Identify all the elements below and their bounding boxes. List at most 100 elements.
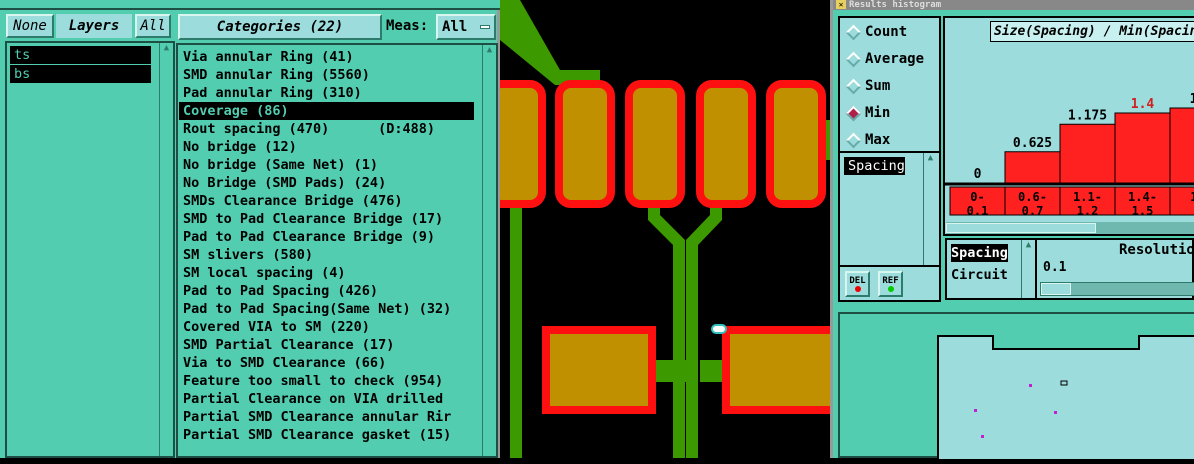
bin-label: 1.4- bbox=[1128, 190, 1157, 204]
bin-label-box[interactable] bbox=[1059, 186, 1116, 216]
category-item[interactable]: Covered VIA to SM (220) bbox=[183, 319, 370, 335]
histogram-title-bar: Results histogram bbox=[833, 0, 1194, 10]
attribute-item[interactable]: Spacing bbox=[951, 244, 1008, 262]
bar-value-label: 1.4 bbox=[1131, 97, 1155, 112]
error-marker bbox=[974, 409, 977, 412]
attribute-item[interactable]: Circuit bbox=[951, 267, 1008, 283]
histogram-bar[interactable] bbox=[1059, 123, 1116, 184]
pad bbox=[500, 80, 546, 208]
bin-label-box[interactable] bbox=[1004, 186, 1061, 216]
all-layers-button[interactable]: All bbox=[135, 14, 171, 38]
mode-radio-average[interactable]: Average bbox=[840, 46, 939, 73]
layers-scrollbar[interactable]: ▲ bbox=[159, 43, 173, 456]
categories-list[interactable]: Via annular Ring (41) SMD annular Ring (5… bbox=[176, 43, 498, 458]
meas-dropdown[interactable]: All bbox=[436, 14, 496, 40]
radio-label: Sum bbox=[865, 78, 891, 94]
histogram-bar[interactable] bbox=[1114, 112, 1171, 184]
category-item[interactable]: Pad annular Ring (310) bbox=[183, 85, 362, 101]
error-marker bbox=[1029, 384, 1032, 387]
category-item[interactable]: Via annular Ring (41) bbox=[183, 49, 354, 65]
bin-label: 0.7 bbox=[1022, 204, 1044, 218]
category-item[interactable]: No bridge (12) bbox=[183, 139, 297, 155]
bin-label: 1.1- bbox=[1073, 190, 1102, 204]
none-button[interactable]: None bbox=[6, 14, 54, 38]
bar-value-label: 1. bbox=[1190, 92, 1194, 107]
category-item[interactable]: Pad to Pad Spacing (426) bbox=[183, 283, 379, 299]
ref-button[interactable]: REF bbox=[878, 271, 903, 297]
category-item[interactable]: No bridge (Same Net) (1) bbox=[183, 157, 379, 173]
pad bbox=[555, 80, 615, 208]
measure-list[interactable]: Spacing ▲ bbox=[838, 153, 941, 267]
category-item[interactable]: Rout spacing (470) (D:488) bbox=[183, 121, 435, 137]
view-marker bbox=[1060, 380, 1068, 386]
mode-radio-count[interactable]: Count bbox=[840, 19, 939, 46]
category-item[interactable]: Coverage (86) bbox=[179, 102, 474, 120]
category-item[interactable]: No Bridge (SMD Pads) (24) bbox=[183, 175, 387, 191]
category-item[interactable]: SMD annular Ring (5560) bbox=[183, 67, 370, 83]
category-item[interactable]: Via to SMD Clearance (66) bbox=[183, 355, 387, 371]
del-button[interactable]: DEL bbox=[845, 271, 870, 297]
category-item[interactable]: Partial Clearance on VIA drilled bbox=[183, 391, 444, 407]
category-item[interactable]: Partial SMD Clearance gasket (15) bbox=[183, 427, 452, 443]
categories-scrollbar[interactable]: ▲ bbox=[482, 45, 496, 456]
histogram-bar[interactable] bbox=[1169, 107, 1194, 184]
category-item[interactable]: Partial SMD Clearance annular Rir bbox=[183, 409, 452, 425]
meas-value: All bbox=[442, 19, 468, 35]
category-item[interactable]: SM slivers (580) bbox=[183, 247, 314, 263]
layers-title: Layers bbox=[56, 14, 132, 38]
mode-radio-min[interactable]: Min bbox=[840, 100, 939, 127]
copper-trace bbox=[500, 0, 600, 85]
pad bbox=[542, 326, 656, 414]
category-item[interactable]: SMDs Clearance Bridge (476) bbox=[183, 193, 403, 209]
radio-diamond-icon bbox=[845, 132, 862, 149]
category-item[interactable]: SMD Partial Clearance (17) bbox=[183, 337, 395, 353]
board-overview[interactable] bbox=[838, 312, 1194, 461]
category-item[interactable]: SMD to Pad Clearance Bridge (17) bbox=[183, 211, 444, 227]
attribute-scrollbar[interactable]: ▲ bbox=[1021, 240, 1035, 298]
red-dot-icon bbox=[854, 286, 861, 292]
bar-value-label: 0.625 bbox=[1013, 136, 1052, 151]
pad bbox=[766, 80, 826, 208]
bin-label: 1. bbox=[1190, 190, 1194, 204]
error-marker bbox=[1054, 411, 1057, 414]
bar-value-label: 1.175 bbox=[1068, 108, 1107, 123]
category-item[interactable]: Pad to Pad Clearance Bridge (9) bbox=[183, 229, 435, 245]
copper-trace bbox=[686, 200, 722, 458]
bin-label-box[interactable] bbox=[1169, 186, 1194, 216]
resolution-slider[interactable] bbox=[1040, 282, 1194, 296]
copper-trace bbox=[648, 200, 685, 458]
mode-radio-max[interactable]: Max bbox=[840, 127, 939, 154]
histogram-hscroll[interactable] bbox=[946, 222, 1194, 234]
category-item[interactable]: Pad to Pad Spacing(Same Net) (32) bbox=[183, 301, 452, 317]
categories-button[interactable]: Categories (22) bbox=[178, 14, 382, 40]
dropdown-icon bbox=[480, 25, 490, 29]
radio-diamond-icon bbox=[845, 51, 862, 68]
radio-label: Min bbox=[865, 105, 891, 121]
meas-label: Meas: bbox=[386, 18, 429, 34]
resolution-label: Resolution bbox=[1119, 242, 1194, 258]
mode-radio-sum[interactable]: Sum bbox=[840, 73, 939, 100]
pad bbox=[625, 80, 685, 208]
radio-label: Max bbox=[865, 132, 891, 148]
close-icon[interactable]: ✕ bbox=[836, 0, 846, 9]
measure-scrollbar[interactable]: ▲ bbox=[923, 153, 937, 265]
radio-diamond-icon bbox=[845, 105, 862, 122]
green-dot-icon bbox=[887, 286, 894, 292]
histogram-bar[interactable] bbox=[1004, 151, 1061, 184]
category-item[interactable]: SM local spacing (4) bbox=[183, 265, 346, 281]
resolution-value: 0.1 bbox=[1043, 260, 1067, 275]
layer-item[interactable]: ts bbox=[10, 46, 151, 64]
layer-item[interactable]: bs bbox=[10, 65, 151, 83]
bin-label-box[interactable] bbox=[1114, 186, 1171, 216]
pcb-canvas[interactable] bbox=[500, 0, 830, 458]
radio-label: Count bbox=[865, 24, 908, 40]
category-item[interactable]: Feature too small to check (954) bbox=[183, 373, 444, 389]
bin-label: 0.1 bbox=[967, 204, 989, 218]
measure-item[interactable]: Spacing bbox=[844, 157, 905, 175]
radio-diamond-icon bbox=[845, 24, 862, 41]
window-title-bar bbox=[0, 0, 500, 10]
histogram-chart: 00-0.10.6250.6-0.71.1751.1-1.21.41.4-1.5… bbox=[945, 92, 1194, 218]
bin-label: 1.2 bbox=[1077, 204, 1099, 218]
